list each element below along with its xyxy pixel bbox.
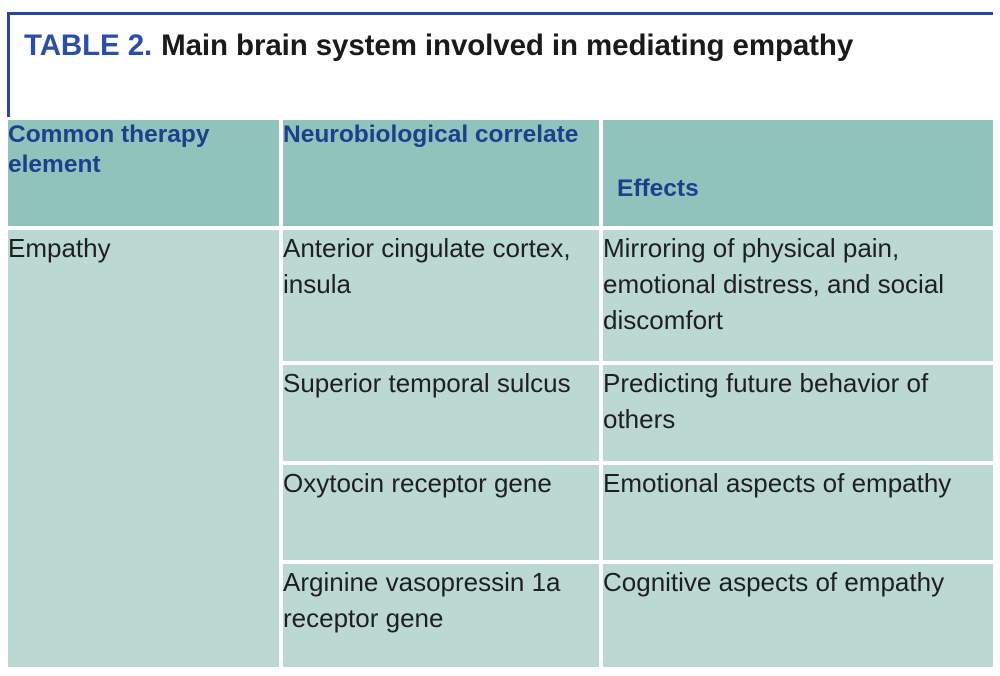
table-header-row: Common therapy element Neurobiological c…	[8, 120, 993, 228]
cell-effects-4: Cognitive aspects of empathy	[601, 560, 993, 667]
column-header-therapy-element: Common therapy element	[8, 120, 283, 228]
table-number-label: TABLE 2.	[24, 29, 153, 62]
cell-correlate-4: Arginine vasopressin 1a receptor gene	[281, 560, 603, 667]
cell-effects-2: Predicting future behavior of others	[601, 361, 993, 463]
table-title-text: Main brain system involved in mediating …	[161, 29, 854, 62]
column-header-effects: Effects	[601, 120, 993, 228]
table-row: Oxytocin receptor gene Emotional aspects…	[8, 461, 993, 562]
table-header: Common therapy element Neurobiological c…	[8, 120, 993, 228]
table-row: Superior temporal sulcus Predicting futu…	[8, 361, 993, 463]
table-title-box: TABLE 2.Main brain system involved in me…	[7, 12, 993, 117]
column-header-neurobiological-correlate: Neurobiological correlate	[281, 120, 603, 228]
cell-correlate-2: Superior temporal sulcus	[281, 361, 603, 463]
table-row: Arginine vasopressin 1a receptor gene Co…	[8, 560, 993, 667]
cell-effects-1: Mirroring of physical pain, emotional di…	[601, 226, 993, 363]
cell-correlate-3: Oxytocin receptor gene	[281, 461, 603, 562]
table-body: Empathy Anterior cingulate cortex, insul…	[8, 226, 993, 667]
data-table: Common therapy element Neurobiological c…	[8, 120, 993, 667]
page-title: TABLE 2.Main brain system involved in me…	[24, 28, 983, 64]
table-row: Empathy Anterior cingulate cortex, insul…	[8, 226, 993, 667]
cell-correlate-1: Anterior cingulate cortex, insula	[281, 226, 603, 363]
cell-effects-3: Emotional aspects of empathy	[601, 461, 993, 562]
cell-therapy-element-empathy: Empathy	[8, 226, 283, 667]
